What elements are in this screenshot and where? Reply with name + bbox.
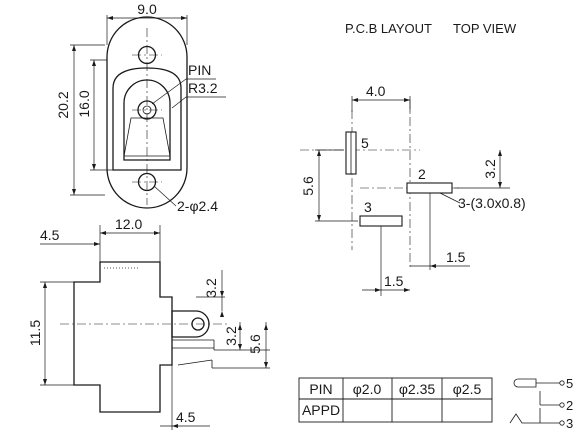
dim-bottom-offset: 4.5 [176,409,196,425]
front-housing-outline [112,67,182,171]
dim-pin-offset-b: 5.6 [247,334,263,354]
arrow [220,291,224,297]
dim-side-offset: 4.5 [40,227,60,243]
pin-table: PIN φ2.0 φ2.35 φ2.5 APPD [298,377,493,423]
pad-leader [439,192,461,204]
arrow [92,164,96,170]
arrow [264,362,268,368]
radius-leader [171,96,187,109]
holes-leader [153,185,177,207]
schematic-pin-5: 5 [566,376,573,391]
pin-leader [151,78,187,105]
dim-pin2-y: 3.2 [482,159,498,179]
dim-side-length: 12.0 [115,216,142,232]
arrow [317,150,321,156]
dim-side-height: 11.5 [27,320,43,346]
side-view: 12.0 4.5 11.5 3.2 [27,216,270,430]
jack-schematic: 5 2 3 [509,376,573,431]
dim-height-total: 20.2 [55,91,71,118]
arrow [498,182,502,188]
arrow [72,45,76,51]
arrow [43,379,47,385]
schematic-switch [509,413,560,424]
pad-3 [359,215,403,227]
dim-height-inner: 16.0 [76,90,92,117]
table-header-d235: φ2.35 [399,381,436,397]
pcb-layout-title: P.C.B LAYOUT [345,21,432,36]
schematic-terminal-2 [559,402,565,408]
arrow [94,242,100,246]
dim-gap-a: 1.5 [446,249,466,265]
arrow [220,311,224,317]
pcb-layout: P.C.B LAYOUT TOP VIEW 4.0 5 2 3 5.6 [300,21,526,296]
pad-size-label: 3-(3.0x0.8) [458,195,526,211]
top-view-title: TOP VIEW [453,21,517,36]
arrow [404,288,410,292]
dim-span-y: 5.6 [300,176,316,196]
socket-opening [123,79,171,161]
arrow [238,344,242,350]
schematic-terminal-5 [559,380,565,386]
arrow [404,98,410,102]
arrow [352,98,358,102]
schematic-terminal-3 [559,420,565,426]
front-flange-outline [106,16,188,209]
arrow [107,16,113,20]
dim-pin-height: 3.2 [203,278,219,298]
schematic-pin-2: 2 [566,398,573,413]
table-header-d25: φ2.5 [453,381,482,397]
dim-pin-offset-a: 3.2 [223,326,239,346]
arrow [92,60,96,66]
lead-bend [177,359,213,366]
arrow [317,215,321,221]
side-pin [171,310,210,338]
dim-span-x: 4.0 [366,83,386,99]
arrow [238,324,242,330]
arrow [100,231,106,235]
arrow [172,424,178,428]
arrow [264,324,268,330]
holes-label: 2-φ2.4 [177,198,218,214]
arrow [72,189,76,195]
schematic-pin-3: 3 [566,416,573,431]
arrow [498,150,502,156]
table-header-d20: φ2.0 [353,381,382,397]
pin-label: PIN [188,62,211,78]
dim-gap-b: 1.5 [384,273,404,289]
radius-label: R3.2 [188,80,218,96]
pad-2 [406,182,453,194]
table-border [298,377,493,423]
side-body-outline [73,261,173,413]
dim-width: 9.0 [137,1,157,17]
arrow [430,264,436,268]
table-row-label: APPD [302,402,340,418]
schematic-plug [513,378,537,388]
arrow [154,231,160,235]
arrow [375,288,381,292]
pin-3-number: 3 [364,199,372,215]
arrow [181,16,187,20]
arrow [43,282,47,288]
pin-5-number: 5 [361,135,369,151]
table-header-pin: PIN [309,381,332,397]
pin-2-number: 2 [418,166,426,182]
front-view: 9.0 20.2 16.0 PIN R3.2 2-φ2.4 [55,1,226,214]
